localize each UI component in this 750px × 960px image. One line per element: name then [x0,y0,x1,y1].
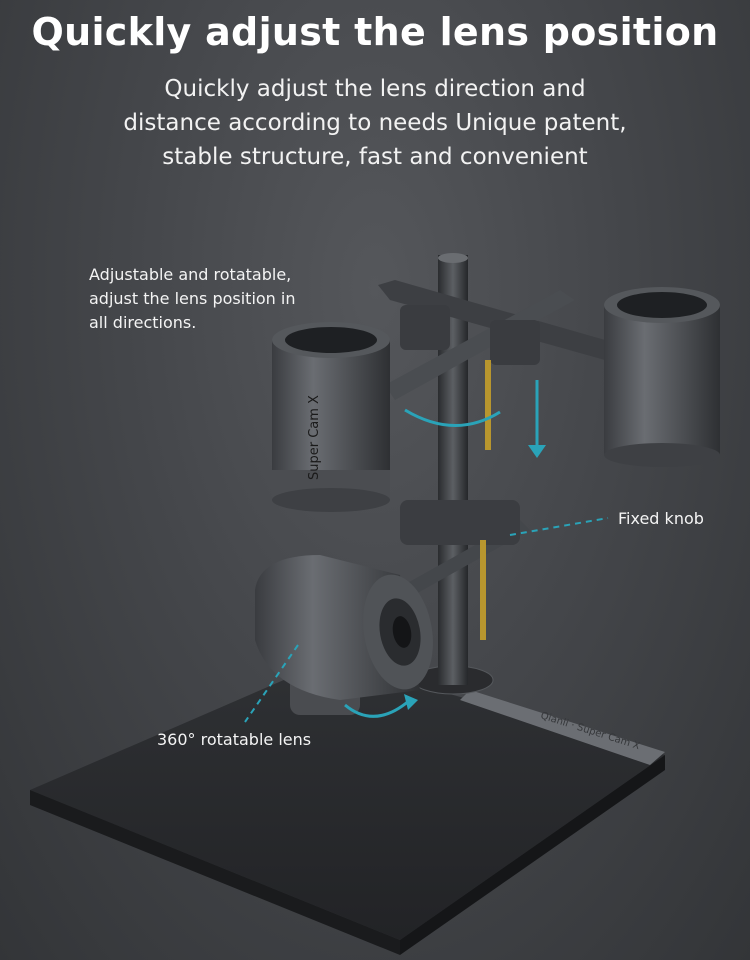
camera-front [255,555,433,715]
lens-rotate-arrow [344,698,411,718]
subtitle-line: Quickly adjust the lens direction and [164,76,586,102]
camera-label: Super Cam X [307,395,322,480]
rotatable-lens-callout: 360° rotatable lens [157,730,312,749]
page-title: Quickly adjust the lens position [31,10,719,54]
motion-arrows [344,380,539,718]
camera-right [604,287,720,467]
rotate-arrow [404,408,501,427]
fixed-knob-callout: Fixed knob [618,509,704,528]
callout-line: Adjustable and rotatable, [89,265,292,284]
camera-left: Super Cam X [272,322,390,512]
down-arrowhead [528,445,546,458]
subtitle-line: distance according to needs Unique paten… [123,110,627,136]
page-subtitle: Quickly adjust the lens direction and di… [0,72,750,174]
upper-arm [378,280,605,450]
callout-line: all directions. [89,313,197,332]
subtitle-line: stable structure, fast and convenient [162,144,588,170]
lens-leader-line [244,644,299,723]
adjustable-callout: Adjustable and rotatable, adjust the len… [89,263,319,335]
arrowhead [404,694,418,710]
base-label-strip [460,690,665,765]
callout-line: adjust the lens position in [89,289,296,308]
fixed-knob-leader-line [509,517,609,536]
lower-arm [395,500,530,640]
